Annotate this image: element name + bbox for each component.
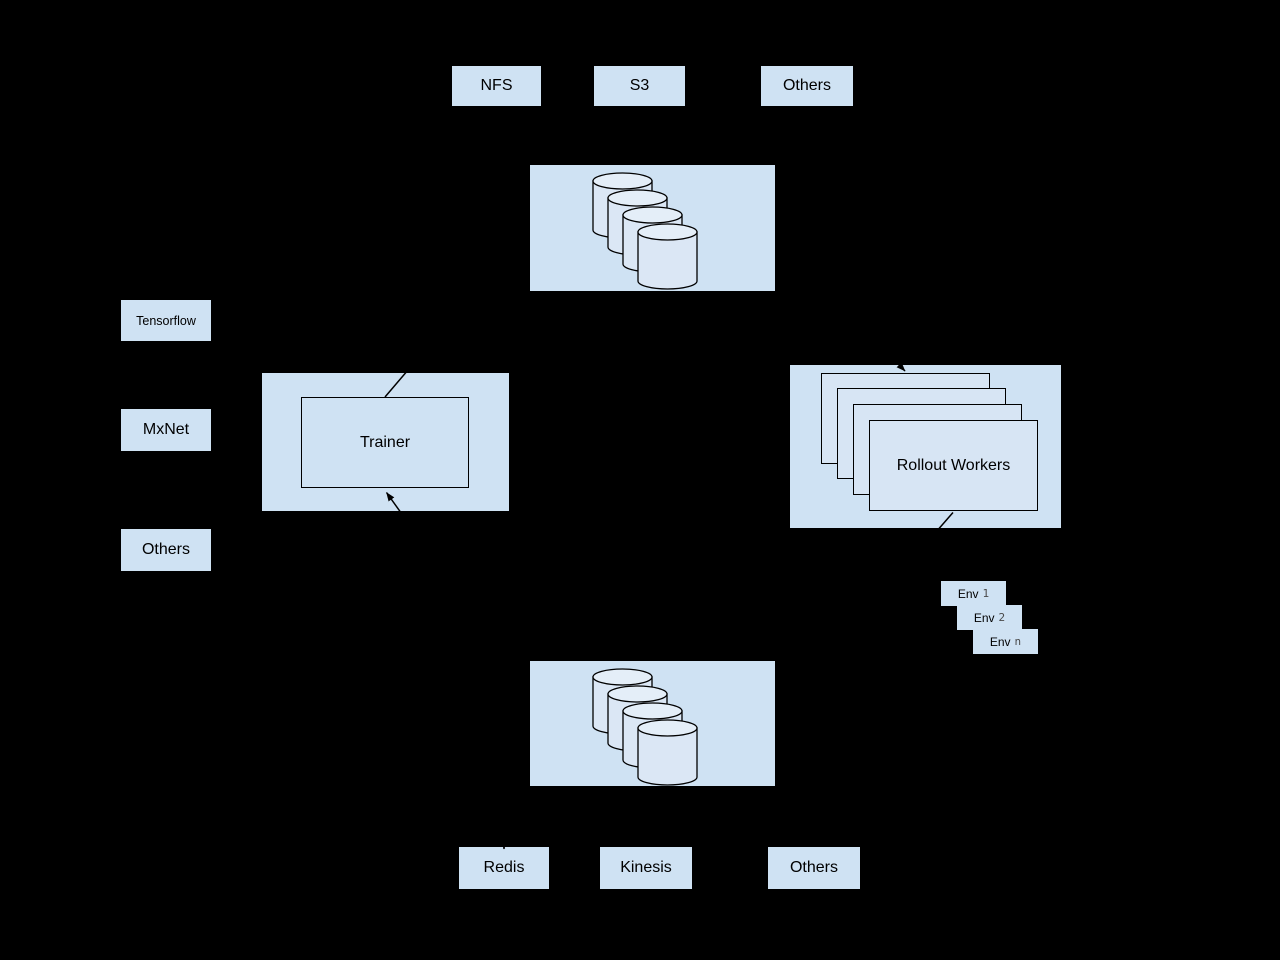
- trainer-box: Trainer: [301, 397, 469, 488]
- s3-box: S3: [594, 66, 685, 106]
- database-cylinders-icon: [592, 172, 698, 290]
- data-store-bottom: [530, 661, 775, 786]
- others-top-label: Others: [782, 77, 831, 94]
- database-cylinders-icon: [592, 668, 698, 786]
- others-bottom-box: Others: [768, 847, 860, 889]
- tensorflow-label: Tensorflow: [136, 313, 196, 328]
- others-left-label: Others: [141, 541, 190, 558]
- env-2-box: Env 2: [957, 605, 1022, 630]
- mxnet-label: MxNet: [142, 421, 190, 438]
- nfs-label: NFS: [480, 77, 513, 94]
- env-2-label: Env: [973, 610, 995, 625]
- kinesis-box: Kinesis: [600, 847, 692, 889]
- trainer-container: Trainer: [262, 373, 509, 511]
- kinesis-label: Kinesis: [620, 859, 672, 876]
- env-1-box: Env 1: [941, 581, 1006, 606]
- rollout-workers-box: Rollout Workers: [869, 420, 1038, 511]
- database-cylinder-icon: [637, 223, 698, 290]
- others-top-box: Others: [761, 66, 853, 106]
- database-cylinder-icon: [637, 719, 698, 786]
- redis-box: Redis: [459, 847, 549, 889]
- others-bottom-label: Others: [789, 859, 838, 876]
- env-1-label: Env: [957, 586, 979, 601]
- env-n-box: Env n: [973, 629, 1038, 654]
- data-store-top: [530, 165, 775, 291]
- env-n-label: Env: [989, 634, 1011, 649]
- rollout-workers-container: Rollout Workers: [790, 365, 1061, 528]
- env-n-index: n: [1014, 635, 1022, 648]
- tensorflow-box: Tensorflow: [121, 300, 211, 341]
- trainer-label: Trainer: [359, 433, 411, 451]
- mxnet-box: MxNet: [121, 409, 211, 451]
- env-2-index: 2: [998, 611, 1006, 624]
- s3-label: S3: [629, 77, 650, 94]
- others-left-box: Others: [121, 529, 211, 571]
- env-1-index: 1: [982, 587, 990, 600]
- nfs-box: NFS: [452, 66, 541, 106]
- rollout-workers-label: Rollout Workers: [896, 456, 1011, 474]
- redis-label: Redis: [483, 859, 525, 876]
